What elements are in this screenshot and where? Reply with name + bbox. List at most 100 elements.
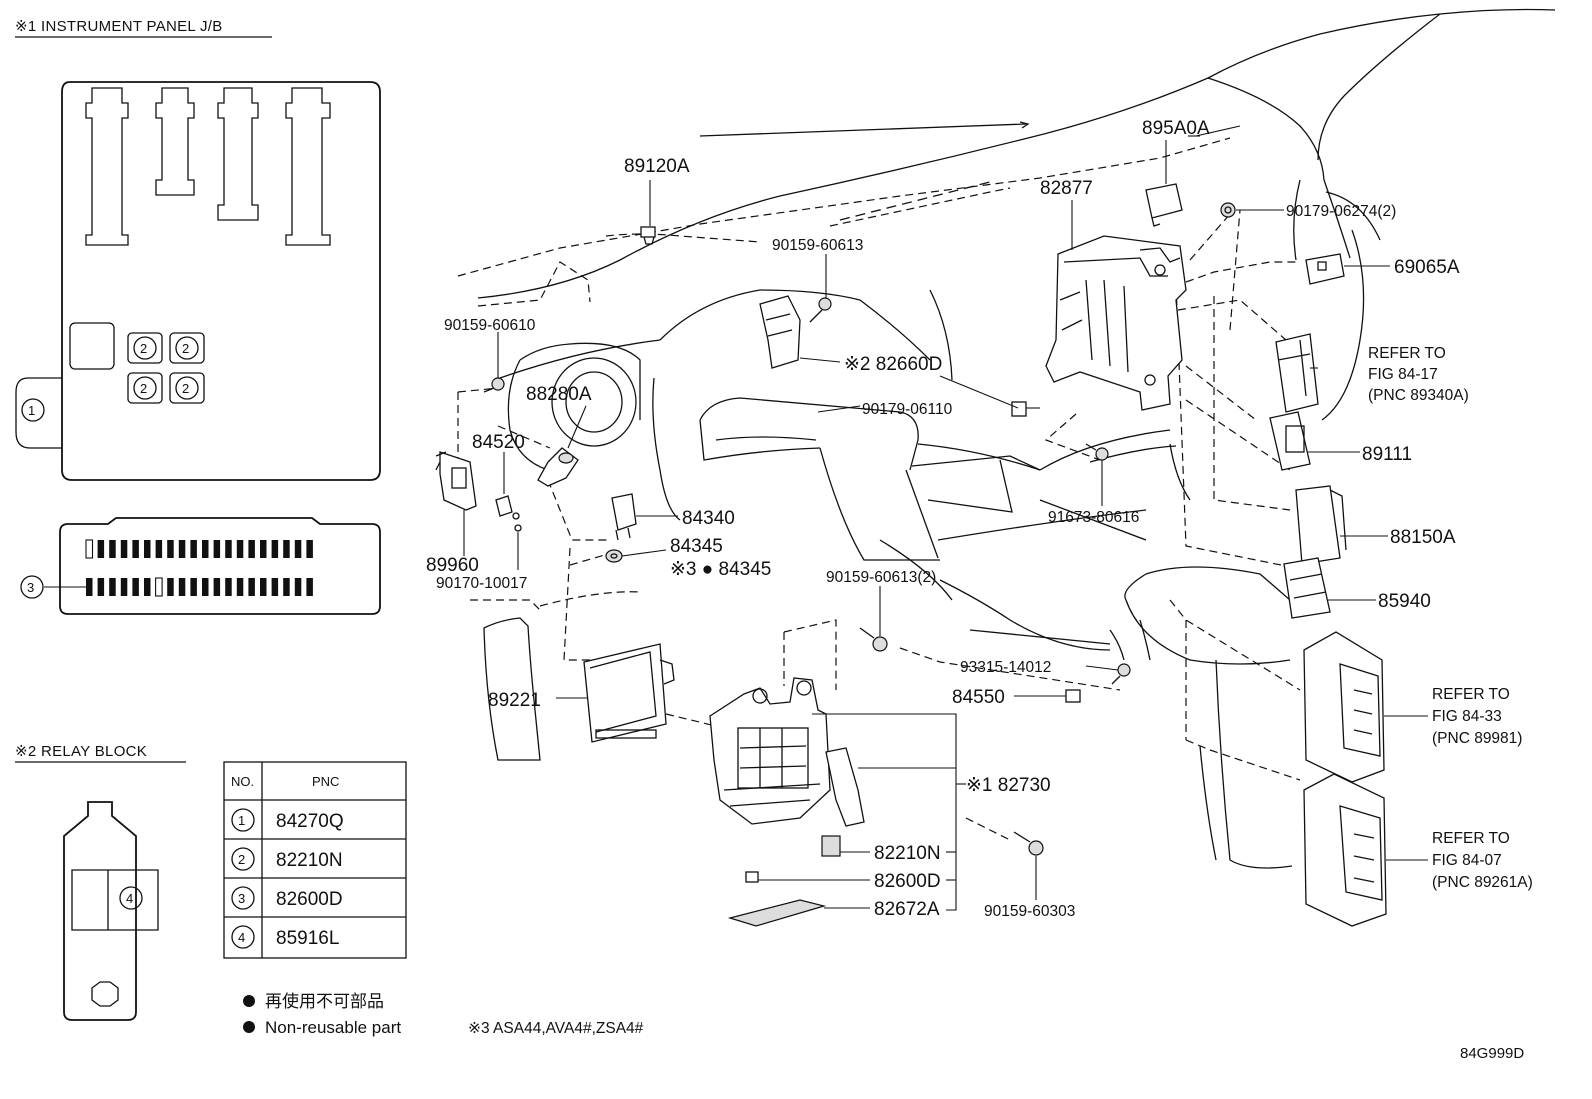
fuse-slot (109, 540, 116, 558)
pnc-table: NO. PNC 1 84270Q 2 82210N 3 82600D 4 859… (223, 761, 407, 959)
fuse-slot (167, 578, 174, 596)
callout-2-label: 2 (182, 381, 189, 396)
module-89111-icon (1269, 411, 1311, 471)
parts (435, 183, 1387, 927)
module-89340a-icon (1275, 333, 1319, 413)
label-82877: 82877 (1040, 178, 1093, 199)
label-88150a: 88150A (1390, 527, 1456, 548)
refer-line: REFER TO (1368, 345, 1446, 362)
fuse-slot (306, 578, 313, 596)
instrument-panel-jb-section: ※1 INSTRUMENT PANEL J/B 1 2 2 2 2 (15, 18, 381, 615)
refer-line: FIG 84-33 (1432, 708, 1502, 725)
fuse-slot (294, 540, 302, 558)
fuse-slot (306, 540, 313, 558)
fuse-slot (190, 578, 197, 596)
callout-4-icon (119, 886, 143, 910)
callout-1-label: 1 (28, 403, 35, 418)
refer-line: REFER TO (1432, 830, 1510, 847)
fuse-slot (120, 578, 128, 596)
legend-jp: 再使用不可部品 (265, 991, 384, 1011)
nut-90170-10017-icon (514, 524, 522, 532)
callout-3-label: 3 (27, 580, 34, 595)
refer-line: (PNC 89981) (1432, 730, 1522, 747)
fuse-slot (213, 540, 221, 558)
leader-lines (463, 125, 1428, 911)
relay-block-header: ※2 RELAY BLOCK (15, 743, 147, 760)
callout-2-icon (133, 376, 157, 400)
callout-3-icon (20, 575, 44, 599)
sensor-88280a-icon (537, 447, 579, 487)
refer-line: FIG 84-07 (1432, 852, 1502, 869)
refer-line: REFER TO (1432, 686, 1510, 703)
fuse-slot (283, 540, 290, 558)
ecu-89261a-icon (1303, 773, 1387, 927)
label-69065a: 69065A (1394, 257, 1460, 278)
junction-block-82730-icon (709, 677, 865, 827)
callout-2-label: 2 (140, 381, 147, 396)
bolt-90159-60613-icon (809, 297, 832, 323)
diagram-code: 84G999D (1460, 1045, 1524, 1062)
label-90159-60613-2: 90159-60613(2) (826, 569, 936, 586)
label-84520: 84520 (472, 432, 525, 453)
label-89111: 89111 (1362, 444, 1412, 465)
connector-69065a-icon (1305, 253, 1345, 285)
bolt-90159-60610-icon (483, 377, 505, 393)
part-labels: 89120A 895A0A 82877 90179-06274(2) 69065… (426, 118, 1533, 920)
refer-line: (PNC 89340A) (1368, 387, 1469, 404)
table-row: 3 82600D (231, 886, 343, 910)
instrument-panel-outline (457, 8, 1556, 869)
label-90159-60610: 90159-60610 (444, 317, 536, 334)
callout-1-icon (21, 398, 45, 422)
relay-82210n-icon (821, 835, 841, 857)
label-90170-10017: 90170-10017 (436, 575, 527, 592)
refer-line: FIG 84-17 (1368, 366, 1438, 383)
label-88280a: 88280A (526, 384, 592, 405)
nut-90179-06274-icon (1220, 202, 1236, 218)
label-84550: 84550 (952, 687, 1005, 708)
fuse-slot (155, 577, 163, 597)
clip-84345-icon (605, 549, 623, 563)
module-88150a-icon (1295, 485, 1347, 565)
fuse-slot (283, 578, 290, 596)
refer-note-84-07: REFER TO FIG 84-07 (PNC 89261A) (1432, 830, 1533, 891)
relay-block-section: ※2 RELAY BLOCK 4 (15, 743, 186, 1021)
instrument-panel-jb-header: ※1 INSTRUMENT PANEL J/B (15, 18, 223, 35)
fuse-slot (213, 578, 221, 596)
fuse-slot (225, 540, 232, 558)
label-89960: 89960 (426, 555, 479, 576)
pnc-table-header-pnc: PNC (312, 774, 339, 789)
label-91673-80616: 91673-80616 (1048, 509, 1139, 526)
nut-90179-06110-icon (1011, 401, 1027, 417)
cover-82672a-icon (727, 899, 827, 927)
fuse-slot (86, 578, 93, 596)
callout-2-label: 2 (182, 341, 189, 356)
row-no: 4 (238, 930, 245, 945)
fuse-slot (248, 578, 255, 596)
label-90159-60303: 90159-60303 (984, 903, 1075, 920)
fuse-row-top (85, 539, 313, 559)
pnc-table-header-no: NO. (231, 774, 254, 789)
bolt-93315-14012-icon (1111, 663, 1131, 685)
fuse-slot (236, 578, 244, 596)
fuse-slot (120, 540, 128, 558)
fuse-row-bottom (86, 577, 313, 597)
row-no: 2 (238, 852, 245, 867)
row-pnc: 82210N (276, 850, 343, 871)
fuse-slot (178, 540, 186, 558)
table-row: 1 84270Q (231, 808, 344, 832)
table-row: 4 85916L (231, 925, 339, 949)
switch-84520-icon (495, 495, 520, 520)
fuse-slot (260, 578, 267, 596)
refer-note-84-33: REFER TO FIG 84-33 (PNC 89981) (1432, 686, 1522, 747)
row-pnc: 85916L (276, 928, 339, 949)
label-90159-60613: 90159-60613 (772, 237, 863, 254)
fuse-slot (202, 540, 209, 558)
bullet-icon (243, 1021, 255, 1033)
label-90179-06110: 90179-06110 (862, 401, 953, 418)
label-84340: 84340 (682, 508, 735, 529)
label-93315-14012: 93315-14012 (960, 659, 1051, 676)
label-89120a: 89120A (624, 156, 690, 177)
label-84345: 84345 (670, 536, 723, 557)
relay-895a0a-icon (1145, 183, 1183, 227)
callout-2-icon (133, 336, 157, 360)
